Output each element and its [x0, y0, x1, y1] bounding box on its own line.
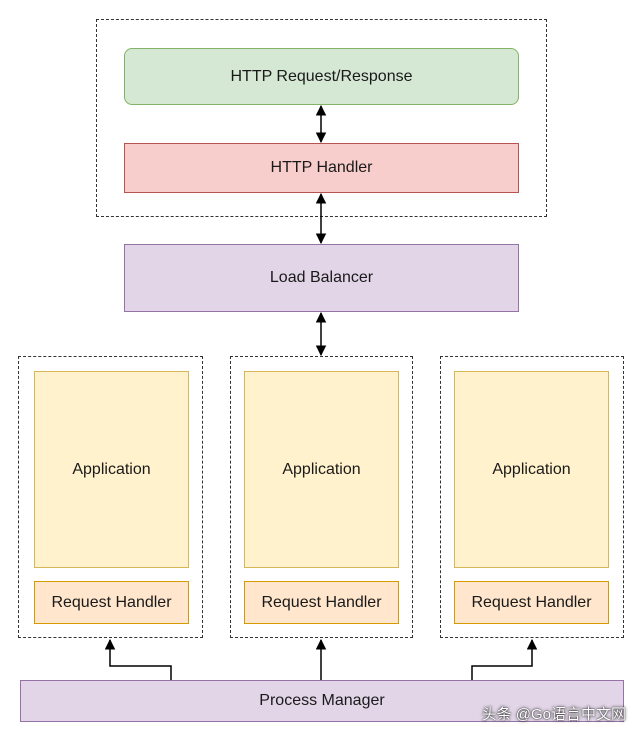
request-handler-box-2: Request Handler	[244, 581, 399, 624]
arrow-pm-app1	[104, 638, 172, 680]
load-balancer-box: Load Balancer	[124, 244, 519, 312]
app-group-3	[440, 356, 624, 638]
request-handler-box-3: Request Handler	[454, 581, 609, 624]
watermark-text: 头条 @Go语言中文网	[481, 706, 626, 723]
app-group-2	[230, 356, 413, 638]
application-box-1: Application	[34, 371, 189, 568]
http-handler-box: HTTP Handler	[124, 143, 519, 193]
application-box-2: Application	[244, 371, 399, 568]
request-handler-box-1: Request Handler	[34, 581, 189, 624]
application-box-3: Application	[454, 371, 609, 568]
http-request-response-box: HTTP Request/Response	[124, 48, 519, 105]
app-group-1	[18, 356, 203, 638]
arrow-pm-app3	[471, 638, 538, 680]
process-manager-box: Process Manager	[20, 680, 624, 722]
